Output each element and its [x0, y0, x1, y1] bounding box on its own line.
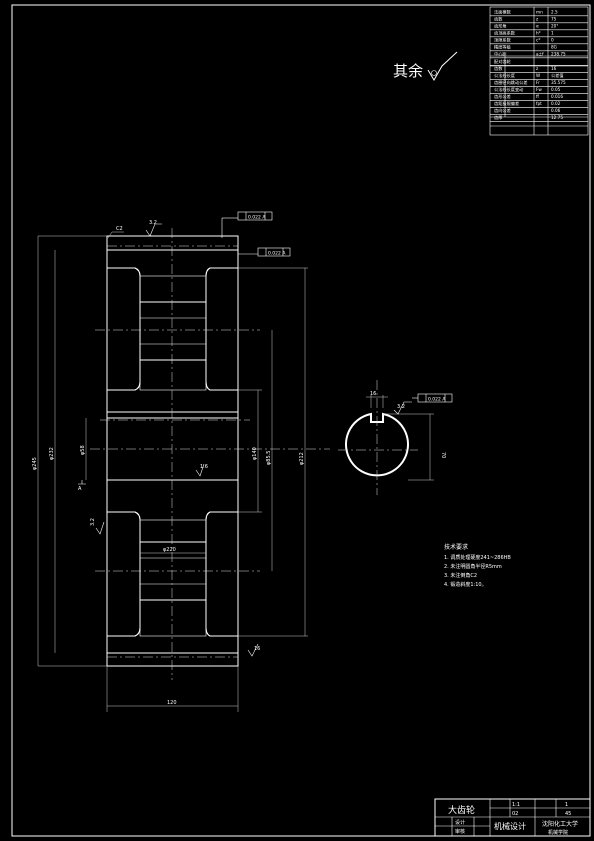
dim-hub-a: φ140: [252, 447, 258, 460]
tech-heading: 技术要求: [444, 543, 468, 551]
title-part-name: 大齿轮: [448, 804, 475, 816]
rough-bottom-right: 16: [254, 646, 260, 652]
param-label: 齿距极限偏差: [494, 100, 519, 107]
tech-item-1: 1. 调质处理硬度241~286HB: [444, 554, 511, 561]
dim-keyway-width: 16: [370, 391, 376, 397]
param-value: 1: [551, 31, 554, 36]
param-value: 16: [551, 66, 557, 71]
dim-web: φ220: [163, 547, 176, 553]
param-label: 顶隙系数: [494, 37, 512, 44]
param-value: 0.02: [551, 101, 561, 106]
gdt-flatness: 0.022 A: [248, 215, 266, 221]
param-label: 齿厚: [494, 115, 502, 121]
tech-item-4: 4. 锻造斜度1:10。: [444, 581, 487, 588]
param-value: 0.06: [551, 108, 561, 113]
param-label: 齿圈径向跳动公差: [494, 79, 528, 86]
param-sym: fpt: [536, 101, 542, 106]
gear-section-view: [90, 228, 330, 680]
datum-a: A: [78, 486, 82, 492]
rough-keyway: 3.2: [397, 404, 405, 410]
title-designer: 设计: [455, 819, 465, 826]
title-scale: 1:1: [512, 802, 520, 808]
dim-left-outer: φ245: [32, 457, 38, 470]
gdt-keyway: 0.022 A: [428, 397, 446, 403]
param-value: 12.75: [551, 115, 563, 120]
rough-top: 3.2: [149, 220, 157, 226]
drawing-frame: [11, 4, 591, 837]
param-value: 0.016: [551, 94, 563, 99]
param-sym: Fw: [536, 87, 542, 92]
param-sym: h*: [536, 31, 541, 36]
param-label: 中心距: [494, 51, 507, 58]
rough-left: 3.2: [90, 518, 96, 526]
title-sheet: 1: [565, 802, 568, 808]
title-dept: 机械学院: [548, 829, 568, 836]
dim-chamfer: C2: [116, 226, 123, 232]
keyway-detail-view: 16 70 3.2 0.022 A: [338, 380, 453, 495]
param-value: 35.575: [551, 80, 566, 85]
dim-bore: φ58: [80, 445, 86, 455]
param-label: 齿数: [494, 16, 503, 23]
param-value: 8G: [551, 45, 557, 50]
title-checker: 审核: [455, 828, 465, 835]
param-value: 20°: [551, 24, 558, 29]
param-label: 公法线长度: [494, 72, 516, 79]
param-label: 齿形角: [494, 23, 507, 30]
dim-width: 120: [167, 700, 177, 706]
param-sym: c*: [536, 38, 540, 43]
param-value: 2.5: [551, 10, 558, 15]
param-sym: α: [536, 24, 539, 29]
dim-keyway-depth: 70: [440, 452, 446, 458]
gdt-frames: 0.022 A 0.022 A: [221, 211, 291, 257]
param-label: 齿向公差: [494, 107, 511, 114]
param-sym: Fr: [536, 80, 540, 85]
param-value: 238.75: [551, 52, 566, 57]
param-value: 75: [551, 17, 557, 22]
technical-requirements: 技术要求 1. 调质处理硬度241~286HB 2. 未注明圆角半径R5mm 3…: [444, 543, 511, 588]
param-label: 法面模数: [494, 9, 512, 16]
title-block: 大齿轮 1:1 1 45 设计 审核 机械设计 沈阳化工大学 机械学院 02: [434, 798, 591, 837]
dim-left-mid: φ232: [49, 447, 55, 460]
dim-hub-b: φ85.5: [266, 451, 272, 465]
gdt-runout: 0.022 A: [268, 251, 286, 257]
title-material: 45: [565, 811, 571, 817]
param-value: 公差值: [551, 72, 564, 79]
param-sym: mn: [536, 10, 543, 15]
rough-bore: 1.6: [200, 464, 208, 470]
param-sym: ff: [536, 94, 539, 99]
param-value: 0: [551, 38, 554, 43]
param-label: 配对齿轮: [494, 58, 512, 65]
tech-item-3: 3. 未注倒角C2: [444, 572, 477, 579]
param-sym: a±f: [536, 52, 544, 57]
roughness-symbols: 3.2 3.2 1.6 16: [90, 220, 260, 657]
param-label: 齿顶高系数: [494, 30, 516, 37]
title-school: 沈阳化工大学: [542, 820, 578, 828]
main-dimensions: φ245 φ232 φ58 φ140 φ85.5 φ212 φ220 120 C…: [32, 226, 308, 712]
param-sym: z: [536, 17, 539, 22]
param-label: 齿数: [494, 65, 503, 72]
tech-item-2: 2. 未注明圆角半径R5mm: [444, 563, 502, 570]
param-sym: W: [536, 73, 540, 78]
parameter-table: 法面模数 mn 2.5 齿数 z 75 齿形角 α 20° 齿顶高系数 h* 1 顶隙系数 c* 0 精度等级…: [489, 6, 589, 136]
param-label: 公法线长度变动: [494, 86, 523, 93]
other-surfaces-roughness: 其余: [393, 51, 458, 81]
param-value: 0.05: [551, 87, 561, 92]
dim-right-outer: φ212: [299, 452, 305, 465]
surface-note: 其余: [393, 62, 423, 80]
param-sym: z: [536, 66, 539, 71]
title-course: 机械设计: [494, 821, 526, 831]
param-label: 齿形公差: [494, 93, 511, 100]
title-drawing-no: 02: [512, 811, 518, 817]
param-label: 精度等级: [494, 44, 512, 51]
